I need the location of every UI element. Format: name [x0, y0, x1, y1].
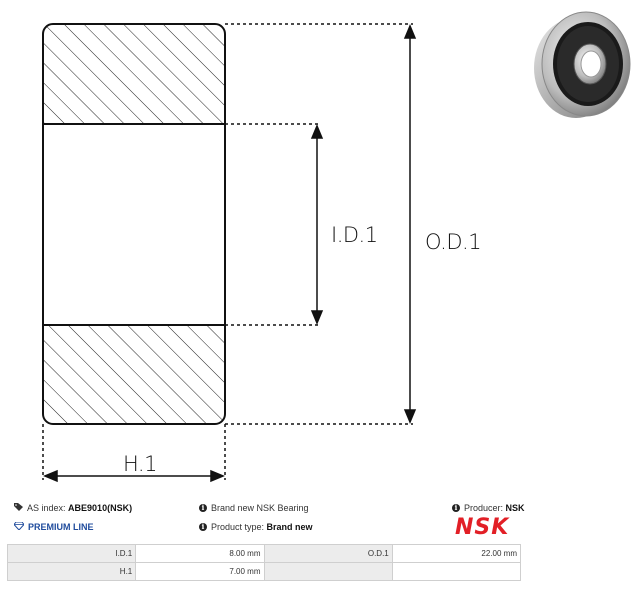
info-icon: i — [199, 523, 207, 531]
spec-label: H.1 — [6, 562, 137, 581]
producer-info: i Producer: NSK — [452, 503, 525, 513]
spec-table: I.D.1 8.00 mm O.D.1 22.00 mm H.1 7.00 mm — [6, 544, 522, 581]
tag-icon — [14, 503, 23, 513]
top-hatched-section — [43, 24, 225, 124]
od-arrow-bottom — [403, 409, 417, 424]
id-arrow-bottom — [310, 310, 324, 325]
as-index-value: ABE9010(NSK) — [68, 503, 133, 513]
spec-value: 8.00 mm — [135, 544, 265, 563]
od-arrow-top — [403, 24, 417, 39]
spec-label: I.D.1 — [6, 544, 137, 563]
bearing-dimension-drawing — [42, 23, 417, 483]
bearing-product-photo — [534, 11, 631, 118]
table-row: H.1 7.00 mm — [6, 562, 522, 581]
id-arrow-top — [310, 124, 324, 139]
bottom-hatched-section — [43, 325, 225, 424]
bearing-outline — [42, 23, 226, 425]
producer-value: NSK — [505, 503, 525, 513]
condition-text: Brand new NSK Bearing — [211, 503, 309, 513]
product-type-value: Brand new — [266, 522, 313, 532]
spec-label — [263, 562, 393, 581]
spec-value: 7.00 mm — [135, 562, 265, 581]
h-dimension-label: H.1 — [123, 452, 157, 476]
h-arrow-left — [43, 469, 58, 483]
product-type-label: Product type: — [211, 522, 265, 532]
spec-value — [391, 562, 522, 581]
diamond-icon — [13, 521, 25, 532]
product-type-info: i Product type: Brand new — [199, 522, 313, 532]
spec-value: 22.00 mm — [391, 544, 522, 563]
table-row: I.D.1 8.00 mm O.D.1 22.00 mm — [6, 544, 522, 563]
h-arrow-right — [210, 469, 225, 483]
info-icon: i — [199, 504, 207, 512]
spec-label: O.D.1 — [263, 544, 393, 563]
producer-label: Producer: — [464, 503, 504, 513]
condition-info: i Brand new NSK Bearing — [199, 503, 309, 513]
id-dimension-label: I.D.1 — [331, 223, 378, 247]
as-index-label: AS index: — [27, 503, 66, 513]
od-dimension-label: O.D.1 — [425, 230, 482, 254]
premium-line-label: PREMIUM LINE — [28, 522, 94, 532]
as-index-info: AS index: ABE9010(NSK) — [14, 503, 132, 513]
nsk-brand-logo: NSK — [455, 515, 510, 540]
info-icon: i — [452, 504, 460, 512]
premium-line-badge: PREMIUM LINE — [13, 521, 94, 532]
